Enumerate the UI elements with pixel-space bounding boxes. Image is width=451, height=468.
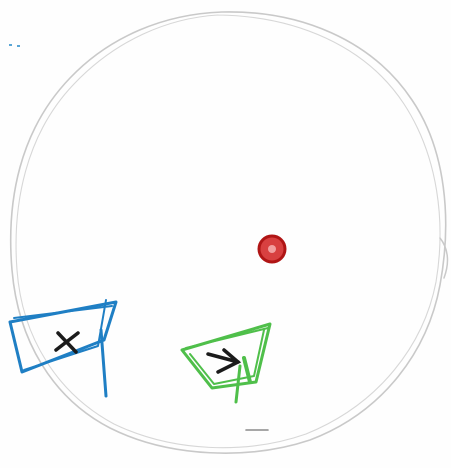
speck xyxy=(9,44,20,47)
circle-stroke-overlay xyxy=(16,15,440,448)
x-mark xyxy=(56,333,78,352)
green-quadrilateral xyxy=(182,324,270,402)
blue-quadrilateral xyxy=(10,300,116,396)
red-dot-center xyxy=(268,245,276,253)
arrow-mark xyxy=(208,350,238,372)
red-dot xyxy=(259,236,285,262)
speck-1 xyxy=(9,44,12,46)
speck-2 xyxy=(17,45,20,47)
green-outline-a xyxy=(182,324,270,388)
green-tail xyxy=(236,366,240,402)
